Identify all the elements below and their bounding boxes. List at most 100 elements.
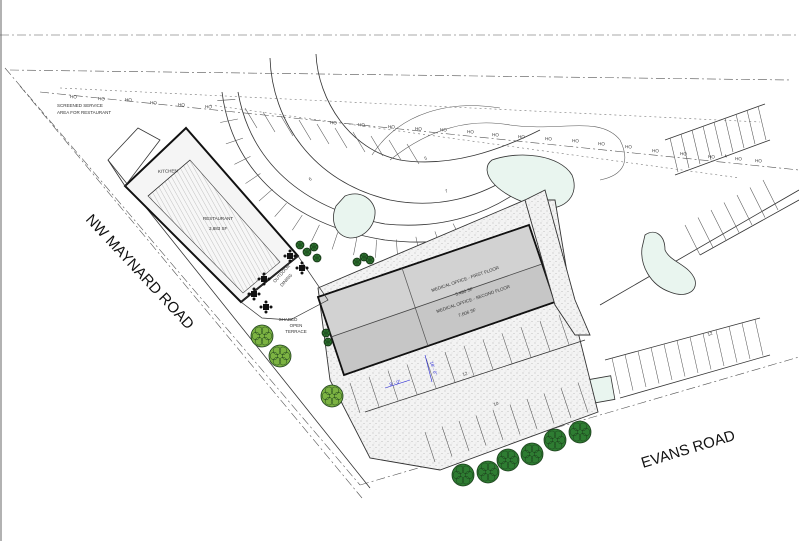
parking-stall-line xyxy=(234,156,251,165)
parking-stall-line xyxy=(650,347,660,384)
tree-icon xyxy=(268,344,292,368)
tree-icon xyxy=(309,242,319,252)
parking-stall-line xyxy=(691,129,701,165)
parking-stall-line xyxy=(349,382,361,414)
tree-icon xyxy=(321,328,331,338)
restaurant-label: RESTAURANT xyxy=(203,216,233,221)
parking-stall-line xyxy=(463,345,475,376)
utility-marker-label: HO xyxy=(70,94,78,100)
upper-right-parking xyxy=(599,103,799,306)
parking-stall-line xyxy=(723,202,740,233)
parking-stall-line xyxy=(406,364,418,395)
parking-stall-line xyxy=(663,343,673,381)
tree-icon xyxy=(352,257,362,267)
parking-stall-line xyxy=(274,202,287,217)
landscape-island xyxy=(333,193,376,239)
evans-side-parking xyxy=(582,317,771,405)
parking-count-label: 7 xyxy=(444,188,449,194)
parking-stall-line xyxy=(375,239,377,258)
parking-stall-line xyxy=(441,426,453,457)
parking-stall-line xyxy=(424,431,436,463)
utility-marker-label: HO xyxy=(358,122,366,128)
utility-marker-label: HO xyxy=(178,102,186,108)
shared-terrace-label-3: TERRACE xyxy=(285,329,307,334)
evans-road-label: EVANS ROAD xyxy=(639,427,737,472)
parking-stall-line xyxy=(458,420,470,452)
utility-marker-label: HO xyxy=(125,97,133,103)
parking-stall-line xyxy=(245,173,261,184)
parking-stall-line xyxy=(425,358,437,389)
parking-stall-line xyxy=(492,409,504,441)
parking-stall-line xyxy=(501,333,513,364)
utility-marker-label: HO xyxy=(545,136,553,142)
parking-stall-line xyxy=(526,398,538,430)
parking-stall-line xyxy=(262,111,276,133)
parking-stall-line xyxy=(676,340,686,377)
parking-stall-line xyxy=(710,209,727,241)
parking-stall-line xyxy=(217,99,236,101)
drive-aisle-line xyxy=(364,339,586,413)
parking-stall-line xyxy=(370,135,384,157)
dimension-label: 9' - 0" xyxy=(389,379,402,387)
parking-stall-line xyxy=(577,382,589,413)
parking-stall-line xyxy=(331,232,339,250)
parking-stall-line xyxy=(611,357,621,395)
tree-icon xyxy=(295,240,305,250)
patio-table-icon xyxy=(257,272,271,286)
parking-stall-line xyxy=(680,133,690,169)
tree-icon xyxy=(312,253,322,263)
parking-stall-line xyxy=(475,415,487,446)
landscape-strip xyxy=(524,189,591,336)
parking-stall-line xyxy=(669,137,679,173)
parking-stall-line xyxy=(637,350,647,388)
screened-service-label-2: AREA FOR RESTAURANT xyxy=(57,110,111,115)
medical-first-floor-area: 5,490 SF xyxy=(455,286,474,297)
medical-second-floor-area: 7,606 SF xyxy=(458,307,477,318)
utility-marker-label: HO xyxy=(708,154,716,160)
patio-table-icon xyxy=(283,249,297,263)
parking-stall-line xyxy=(757,105,767,141)
patio-table-icon xyxy=(259,300,273,314)
curved-drive xyxy=(221,53,625,243)
parking-stall-line xyxy=(334,127,348,149)
parking-stall-line xyxy=(689,336,699,374)
kitchen-label: KITCHEN xyxy=(158,168,178,174)
parking-stall-line xyxy=(353,237,358,256)
parking-stall-line xyxy=(406,143,420,165)
parking-stall-line xyxy=(482,339,494,370)
utility-marker-label: HO xyxy=(518,134,526,140)
parking-stall-line xyxy=(352,131,366,153)
parking-stall-line xyxy=(728,326,738,363)
parking-stall-line xyxy=(280,115,294,137)
parking-stall-line xyxy=(509,404,521,435)
utility-marker-label: HO xyxy=(467,129,475,135)
parking-stall-line xyxy=(702,333,712,370)
utility-marker-label: HO xyxy=(735,156,743,162)
parking-stall-line xyxy=(560,387,572,419)
tree-icon xyxy=(543,428,567,452)
utility-marker-label: HO xyxy=(652,148,660,154)
parking-stall-line xyxy=(520,327,532,358)
trees xyxy=(250,240,592,487)
parking-stall-line xyxy=(713,121,723,157)
parking-stall-line xyxy=(388,139,402,161)
parking-stall-line xyxy=(749,187,766,218)
patio-table-icon xyxy=(295,261,309,275)
parking-stall-line xyxy=(292,214,303,231)
parking-stall-line xyxy=(558,314,570,345)
parking-stall-line xyxy=(702,125,712,161)
utility-marker-label: HO xyxy=(98,96,106,102)
utility-marker-label: HO xyxy=(625,144,633,150)
parking-stall-line xyxy=(697,217,714,248)
stall-dimensions: 9' - 0" 18' - 0" xyxy=(384,354,438,389)
tree-icon xyxy=(496,448,520,472)
parking-stall-line xyxy=(624,354,634,391)
parking-stall-line xyxy=(741,322,751,360)
parking-count-label: 12 xyxy=(462,370,469,376)
utility-marker-label: HO xyxy=(205,104,213,110)
utility-marker-label: HO xyxy=(755,158,763,164)
parking-stall-line xyxy=(754,319,764,356)
patio-tables xyxy=(247,249,309,314)
tree-icon xyxy=(323,337,333,347)
